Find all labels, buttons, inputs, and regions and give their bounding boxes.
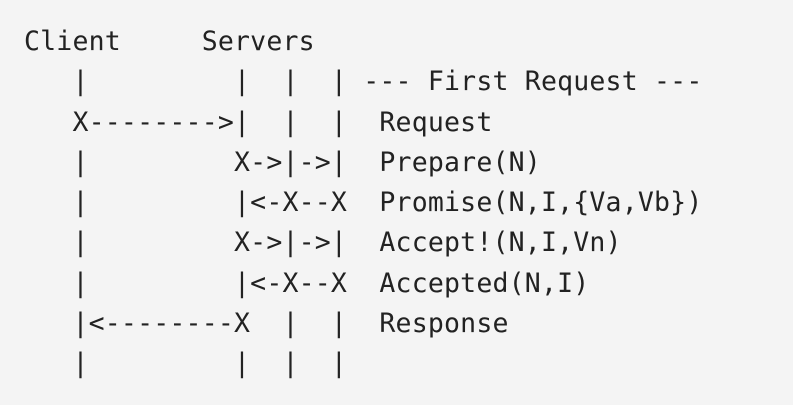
- diagram-row-request: X-------->| | | Request: [24, 106, 493, 138]
- diagram-row-lifelines: | | | |: [24, 348, 348, 380]
- diagram-row-accept: | X->|->| Accept!(N,I,Vn): [24, 227, 622, 259]
- diagram-row-accepted: | |<-X--X Accepted(N,I): [24, 267, 590, 299]
- diagram-row-promise: | |<-X--X Promise(N,I,{Va,Vb}): [24, 187, 703, 219]
- diagram-row-first-request: | | | | --- First Request ---: [24, 66, 703, 98]
- diagram-header-row: Client Servers: [24, 26, 315, 57]
- diagram-row-response: |<--------X | | Response: [24, 308, 509, 340]
- sequence-diagram: Client Servers | | | | --- First Request…: [24, 22, 702, 385]
- diagram-row-prepare: | X->|->| Prepare(N): [24, 146, 541, 178]
